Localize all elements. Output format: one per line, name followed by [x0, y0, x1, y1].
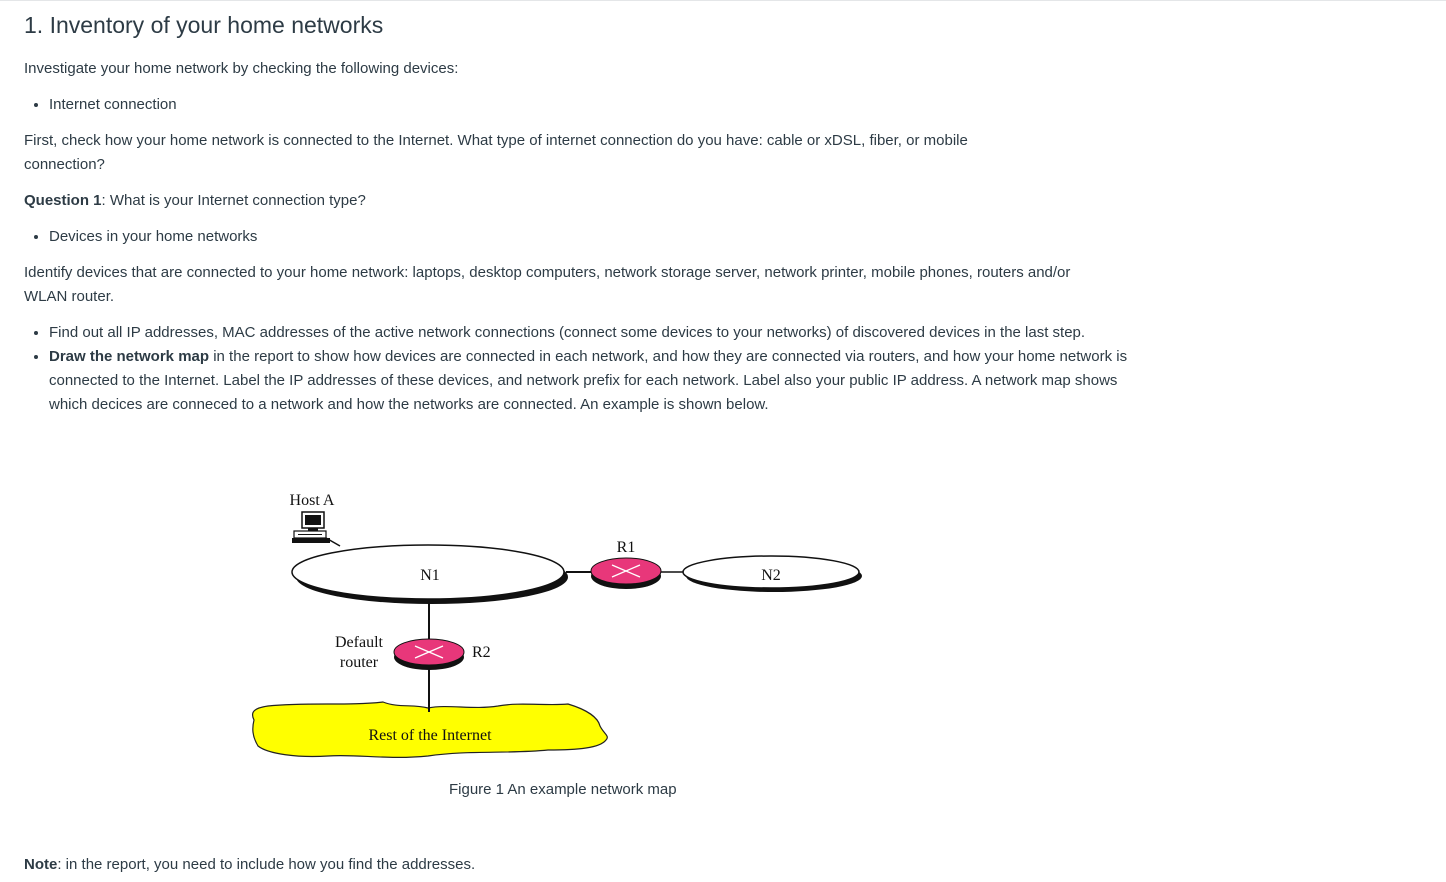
network-map-figure: Rest of the Internet N1 N2 R1 R2 Default… [251, 492, 862, 759]
r2-label: R2 [472, 644, 491, 661]
n2-label: N2 [761, 567, 781, 584]
internet-cloud [251, 701, 608, 759]
host-a-label: Host A [290, 492, 335, 509]
connection-paragraph: First, check how your home network is co… [24, 132, 968, 173]
list-item: Internet connection [49, 93, 1139, 117]
task-draw-bold: Draw the network map [49, 348, 210, 365]
list-item: Devices in your home networks [49, 225, 1139, 249]
list-item: Draw the network map in the report to sh… [49, 345, 1134, 417]
bullet-list-internet: Internet connection [24, 93, 1139, 117]
default-router-label-line2: router [340, 654, 379, 671]
bullet-list-devices: Devices in your home networks [24, 225, 1139, 249]
computer-icon [292, 511, 341, 547]
n2-network [682, 555, 860, 589]
internet-label: Rest of the Internet [368, 727, 492, 744]
figure-caption: Figure 1 An example network map [449, 781, 677, 798]
intro-paragraph: Investigate your home network by checkin… [24, 60, 459, 77]
note-text: : in the report, you need to include how… [57, 856, 476, 873]
r2-router-icon [393, 638, 465, 670]
identify-paragraph: Identify devices that are connected to y… [24, 264, 1071, 305]
question-1: Question 1: What is your Internet connec… [24, 189, 1114, 213]
question-text: : What is your Internet connection type? [101, 192, 366, 209]
r1-label: R1 [617, 539, 636, 556]
question-label: Question 1 [24, 192, 102, 209]
task-list: Find out all IP addresses, MAC addresses… [24, 321, 1134, 417]
default-router-label-line1: Default [335, 634, 384, 651]
r1-router-icon [590, 557, 662, 589]
note-label: Note [24, 856, 58, 873]
n1-network [291, 544, 565, 600]
list-item: Find out all IP addresses, MAC addresses… [49, 321, 1134, 345]
note-paragraph: Note: in the report, you need to include… [24, 853, 1114, 877]
top-divider [0, 0, 1446, 1]
n1-label: N1 [420, 567, 440, 584]
task-draw-text: in the report to show how devices are co… [49, 348, 1128, 413]
page-title: 1. Inventory of your home networks [24, 12, 384, 38]
